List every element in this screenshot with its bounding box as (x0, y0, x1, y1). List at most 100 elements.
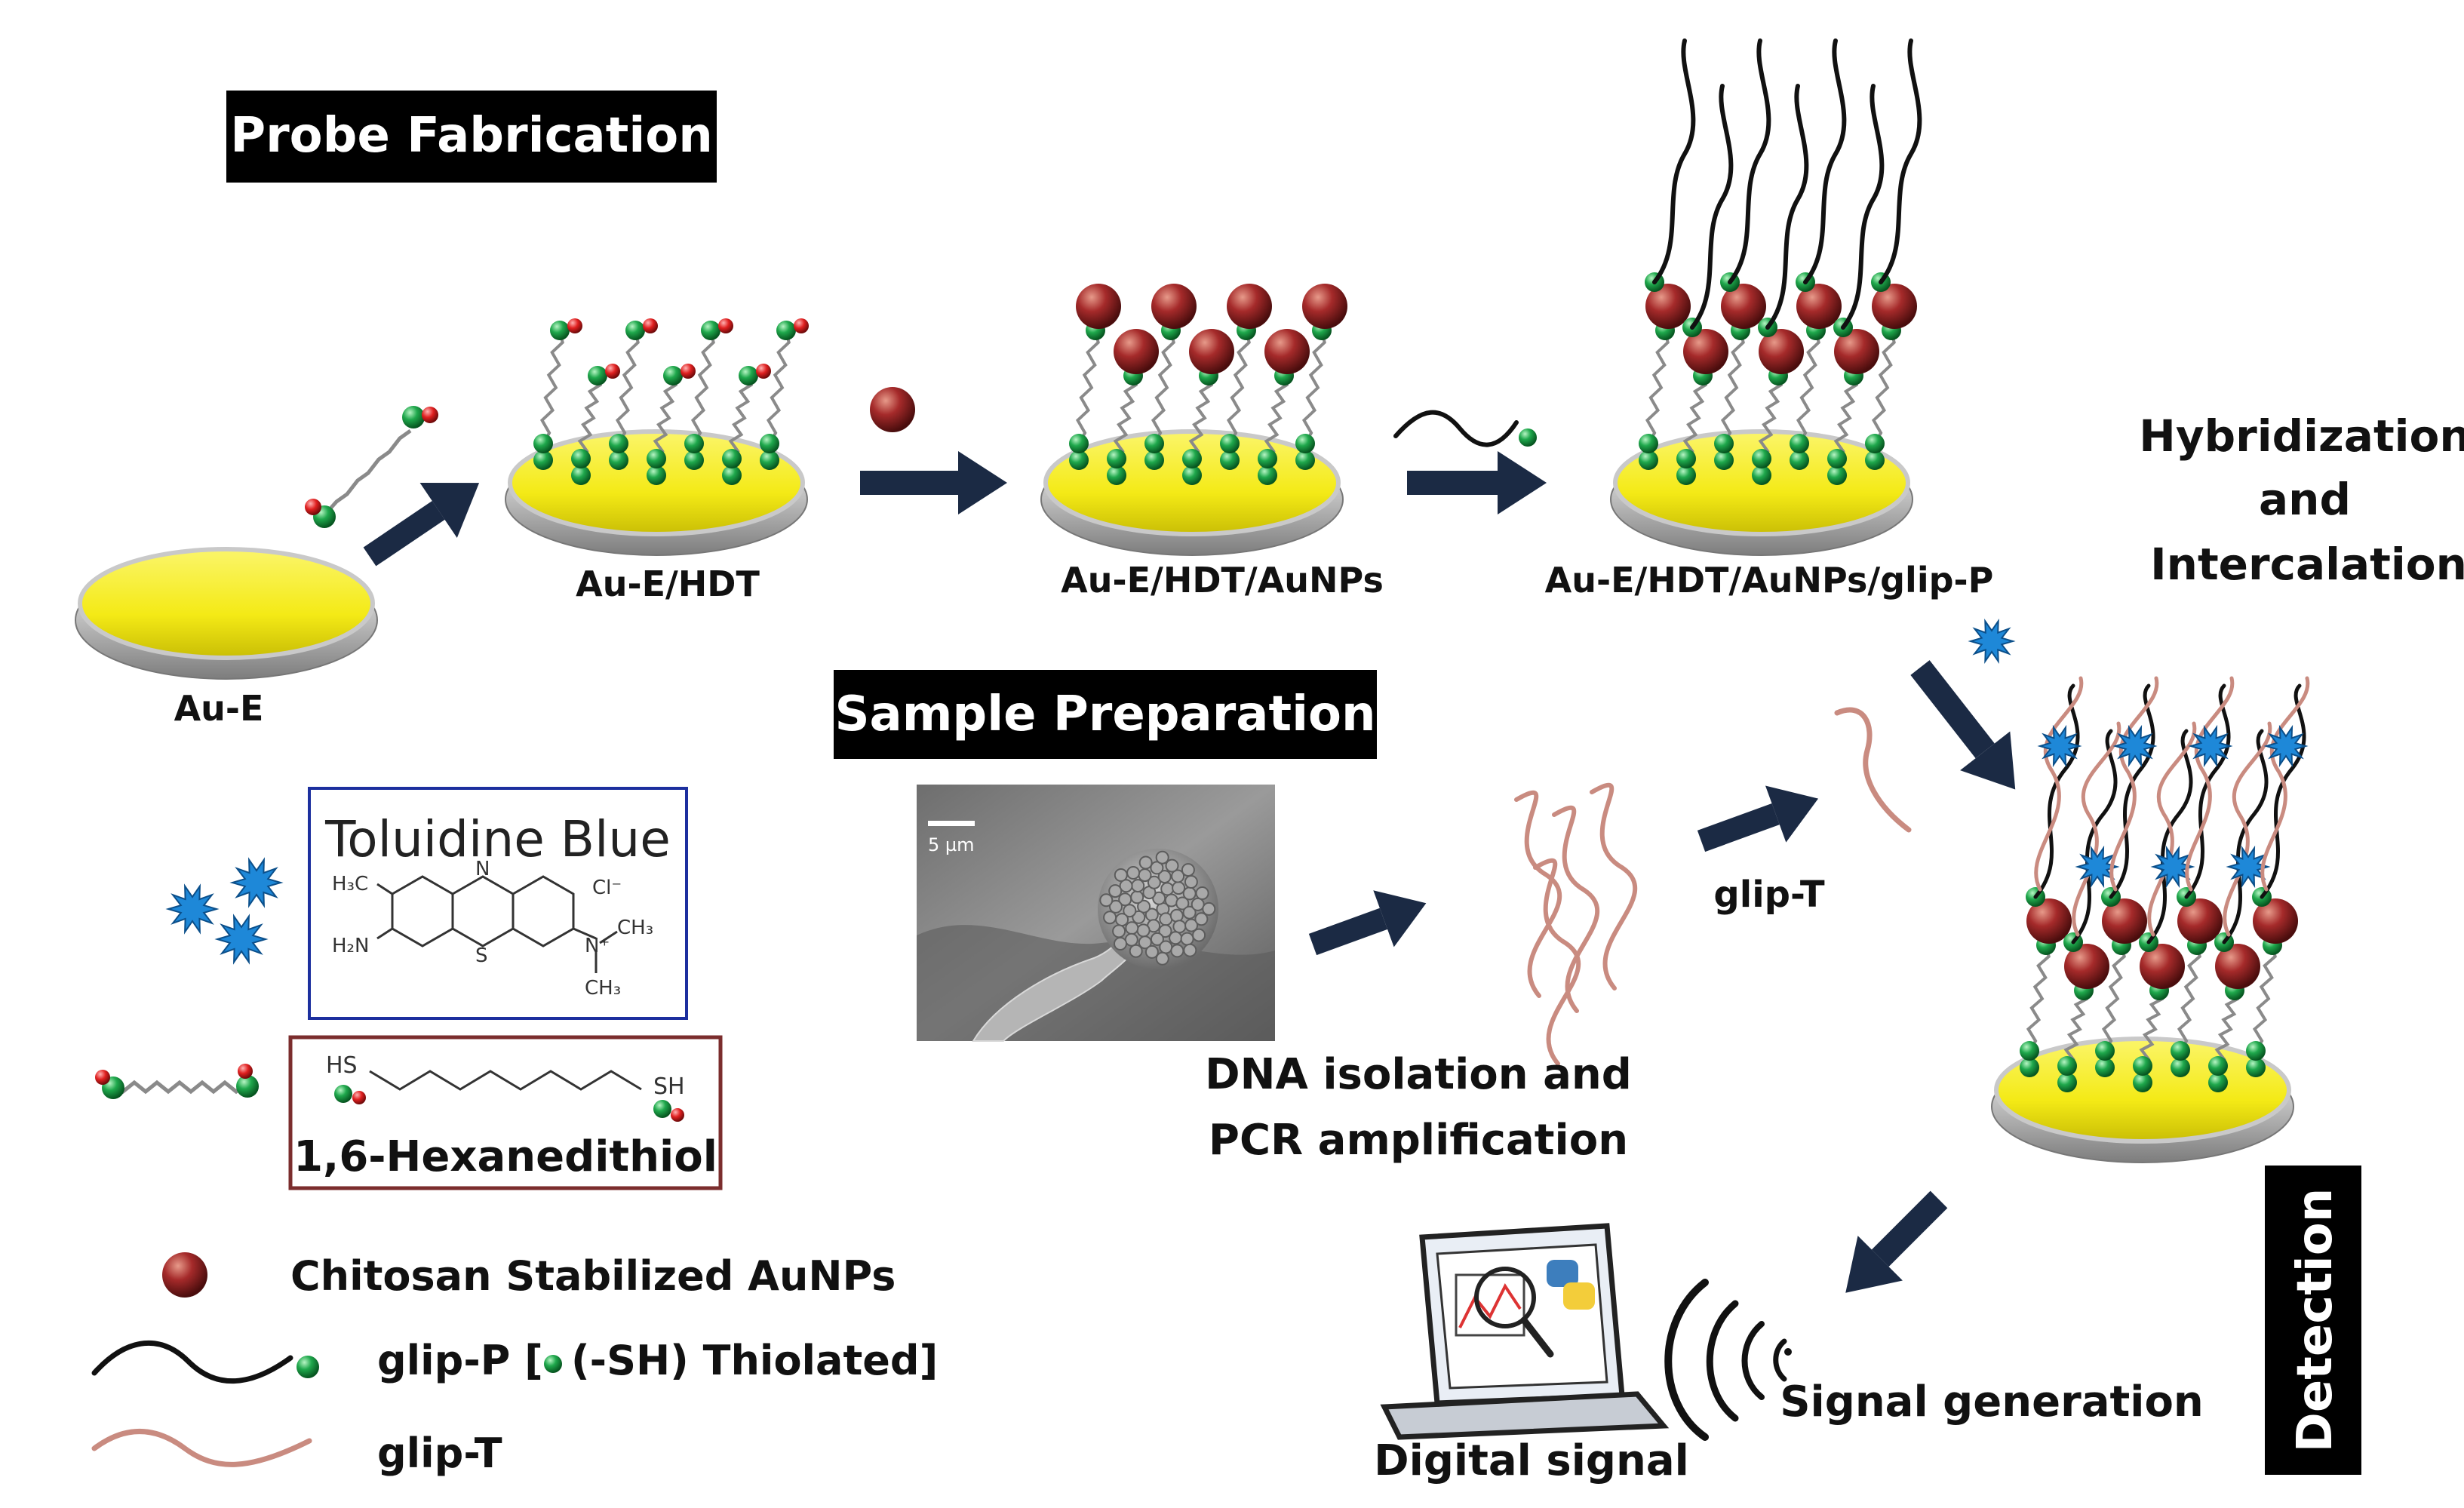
anchor-thiol (2095, 1058, 2115, 1077)
conidium (1132, 910, 1146, 924)
aunp (2177, 898, 2223, 944)
hdt-chain (1226, 330, 1251, 444)
aunp (1151, 284, 1197, 329)
anchor-thiol (1107, 465, 1126, 485)
legend-glip-t-icon (91, 1429, 312, 1467)
stage-label-au-e-hdt: Au-E/HDT (576, 564, 760, 604)
anchor-thiol (1144, 450, 1164, 470)
thiol-h (605, 364, 620, 379)
hdt-chain (653, 375, 678, 460)
glip-t-process-label: glip-T (1713, 874, 1824, 916)
hybrid-target (2223, 721, 2272, 937)
legend-aunp-label: Chitosan Stabilized AuNPs (290, 1252, 896, 1300)
toluidine-blue-icon (2188, 724, 2233, 768)
hybrid-probe (2033, 683, 2080, 899)
thiol-bottom (1639, 434, 1658, 453)
conidium (1194, 912, 1209, 926)
conidium (1160, 882, 1175, 896)
aunp-layer (1069, 284, 1347, 485)
conidium (1175, 896, 1190, 911)
conidium (1125, 921, 1139, 935)
thiol-bottom (1295, 434, 1315, 453)
sample-preparation-label: Sample Preparation (834, 686, 1375, 742)
hdt-chain (1833, 375, 1859, 460)
conidium (1165, 858, 1179, 873)
hdt-chain (1645, 330, 1670, 444)
thiol-top (550, 321, 570, 340)
aunp (2064, 944, 2109, 989)
hybrid-target (2185, 676, 2235, 892)
conidium (1171, 869, 1185, 883)
conidium (1147, 875, 1161, 889)
hybrid-target (2260, 676, 2310, 892)
hdt-chain (1720, 330, 1745, 444)
thiol-bottom (1827, 449, 1847, 468)
thiol-bottom (722, 449, 742, 468)
arrow-to-hdt (363, 483, 480, 567)
anchor-thiol (1295, 450, 1315, 470)
anchor-thiol (760, 450, 779, 470)
detection-label: Detection (2287, 1188, 2343, 1453)
hdt-monolayer (533, 318, 809, 485)
hybrid-target (2072, 721, 2121, 937)
conidium (1115, 913, 1129, 927)
sem-conidia-texture (1099, 850, 1216, 966)
hdt-chain (539, 330, 564, 444)
svg-text:SH: SH (653, 1073, 685, 1100)
arrow-to-glip-p (1407, 451, 1547, 514)
probe-strand (1879, 38, 1922, 284)
hybrid-probe (2260, 683, 2306, 899)
aunp (1302, 284, 1347, 329)
stage-label-au-e: Au-E (174, 688, 264, 729)
toluidine-blue-icon (2112, 724, 2158, 768)
svg-text:Intercalation: Intercalation (2150, 539, 2464, 590)
conidium (1150, 932, 1164, 946)
anchor-thiol (684, 450, 704, 470)
hdt-chain (2252, 944, 2277, 1052)
probe-strand (1841, 84, 1885, 330)
conidium (1157, 870, 1172, 884)
toluidine-blue-icon (2263, 724, 2309, 768)
electrode-au-e (75, 547, 378, 680)
toluidine-blue-icon (214, 914, 269, 965)
legend-glip-p-icon (91, 1340, 293, 1384)
probe-strand (1765, 84, 1809, 330)
conidium (1158, 924, 1172, 938)
anchor-thiol (1752, 465, 1771, 485)
thiol-bottom (571, 449, 591, 468)
hdt-chain (2139, 990, 2164, 1067)
anchor-thiol (2171, 1058, 2190, 1077)
surface-molecules (533, 38, 2310, 1092)
conidium (1170, 944, 1184, 958)
toluidine-blue-icon (1968, 619, 2016, 664)
aunp (2102, 898, 2147, 944)
conidium (1123, 904, 1137, 918)
stage-label-au-e-hdt-aunps: Au-E/HDT/AuNPs (1061, 560, 1384, 600)
conidium (1144, 944, 1159, 959)
thiol-bottom (1107, 449, 1126, 468)
thiol-h (567, 318, 582, 333)
toluidine-blue-icon (2075, 845, 2120, 889)
conidium (1202, 901, 1216, 916)
anchor-thiol (2133, 1073, 2152, 1092)
anchor-thiol (2057, 1073, 2077, 1092)
hdt-chain (1682, 375, 1708, 460)
stage-label-au-e-hdt-aunps-glip-p: Au-E/HDT/AuNPs/glip-P (1545, 560, 1994, 600)
anchor-thiol (1258, 465, 1277, 485)
conidium (1108, 884, 1123, 898)
conidium (1099, 893, 1114, 908)
thiol-bottom (2133, 1056, 2152, 1076)
detection-header: Detection (2265, 1166, 2361, 1475)
thiol-bottom (1182, 449, 1202, 468)
thiol-bottom (1144, 434, 1164, 453)
thiol-h (756, 364, 771, 379)
aunp (1796, 284, 1842, 329)
conidium (1159, 940, 1173, 954)
conidium (1103, 911, 1117, 925)
toluidine-blue-title: Toluidine Blue (324, 810, 671, 868)
anchor-thiol (1220, 450, 1240, 470)
conidium (1152, 891, 1166, 905)
thiol-bottom (609, 434, 628, 453)
conidium (1195, 886, 1209, 900)
hdt-chain (577, 375, 603, 460)
